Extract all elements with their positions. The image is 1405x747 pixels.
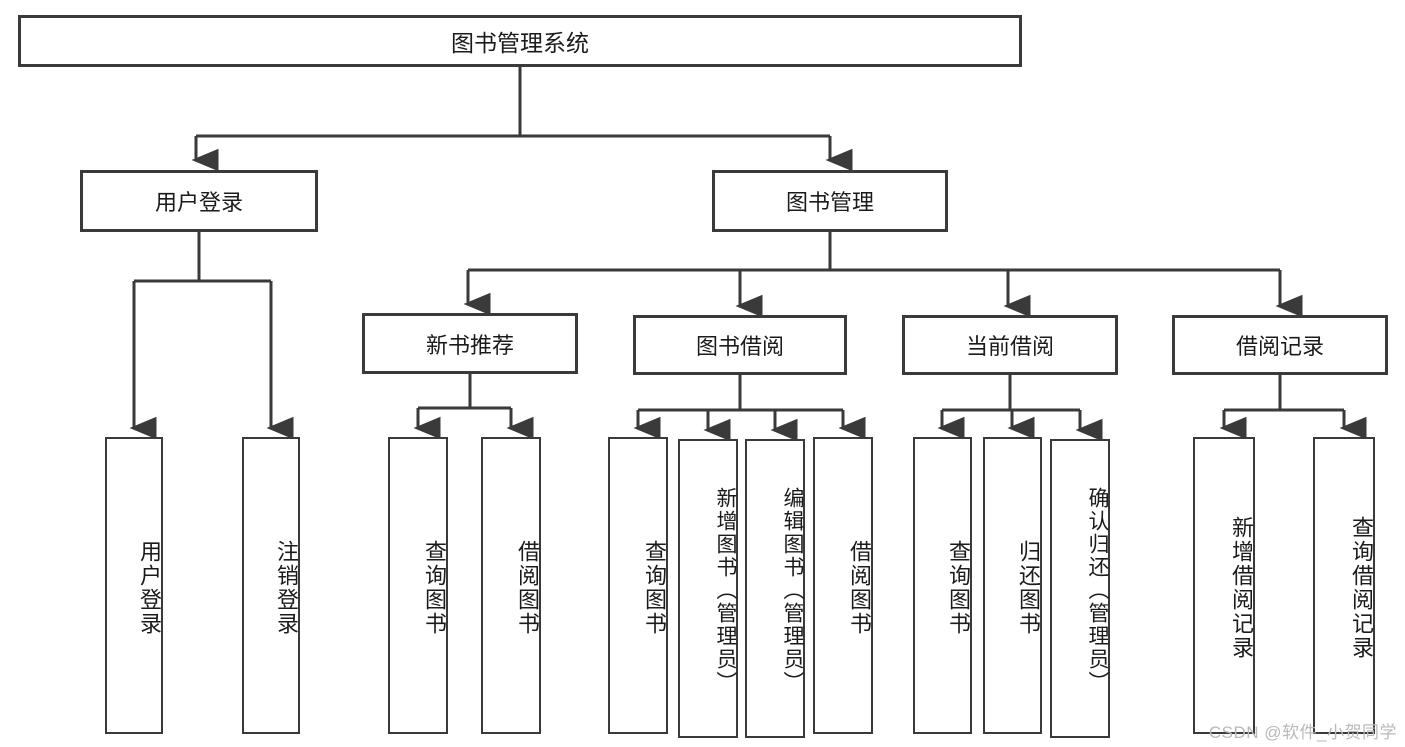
leaf-cb-confirm-return-admin-label: 确认归还（管理员） bbox=[1086, 487, 1109, 694]
node-current-borrow[interactable]: 当前借阅 bbox=[902, 315, 1118, 375]
leaf-nb-borrow-book-label: 借阅图书 bbox=[515, 539, 540, 636]
node-root-label: 图书管理系统 bbox=[451, 30, 589, 56]
node-user-login-label: 用户登录 bbox=[154, 190, 243, 215]
leaf-br-add-record-label: 新增借阅记录 bbox=[1229, 515, 1254, 660]
node-user-login[interactable]: 用户登录 bbox=[80, 170, 318, 232]
leaf-bb-query-book-label: 查询图书 bbox=[642, 539, 667, 636]
leaf-cb-return-book[interactable]: 归还图书 bbox=[983, 437, 1042, 734]
leaf-bb-query-book[interactable]: 查询图书 bbox=[608, 437, 668, 734]
leaf-br-add-record[interactable]: 新增借阅记录 bbox=[1193, 437, 1255, 734]
leaf-br-query-record-label: 查询借阅记录 bbox=[1349, 515, 1374, 660]
leaf-nb-query-book-label: 查询图书 bbox=[422, 539, 447, 636]
node-book-manage[interactable]: 图书管理 bbox=[712, 170, 948, 232]
leaf-user-login[interactable]: 用户登录 bbox=[105, 437, 163, 734]
leaf-cb-query-book[interactable]: 查询图书 bbox=[913, 437, 972, 734]
node-current-borrow-label: 当前借阅 bbox=[965, 334, 1054, 359]
leaf-cb-return-book-label: 归还图书 bbox=[1016, 539, 1041, 636]
leaf-logout[interactable]: 注销登录 bbox=[242, 437, 300, 734]
csdn-watermark: CSDN @软件_小贺同学 bbox=[1208, 723, 1397, 742]
leaf-br-query-record[interactable]: 查询借阅记录 bbox=[1313, 437, 1375, 734]
leaf-bb-edit-book-admin-label: 编辑图书（管理员） bbox=[781, 487, 804, 694]
leaf-nb-query-book[interactable]: 查询图书 bbox=[388, 437, 448, 734]
node-new-book-recommend[interactable]: 新书推荐 bbox=[362, 313, 578, 374]
leaf-nb-borrow-book[interactable]: 借阅图书 bbox=[481, 437, 541, 734]
leaf-logout-label: 注销登录 bbox=[274, 539, 299, 636]
leaf-bb-add-book-admin[interactable]: 新增图书（管理员） bbox=[678, 439, 738, 738]
leaf-bb-add-book-admin-label: 新增图书（管理员） bbox=[714, 487, 737, 694]
leaf-user-login-label: 用户登录 bbox=[137, 539, 162, 636]
node-new-book-recommend-label: 新书推荐 bbox=[425, 332, 514, 358]
leaf-bb-borrow-book[interactable]: 借阅图书 bbox=[813, 437, 873, 734]
node-borrow-record[interactable]: 借阅记录 bbox=[1172, 315, 1388, 375]
node-book-manage-label: 图书管理 bbox=[785, 190, 874, 215]
node-book-borrow-label: 图书借阅 bbox=[695, 334, 784, 359]
leaf-cb-confirm-return-admin[interactable]: 确认归还（管理员） bbox=[1050, 439, 1110, 738]
leaf-cb-query-book-label: 查询图书 bbox=[946, 539, 971, 636]
node-book-borrow[interactable]: 图书借阅 bbox=[633, 315, 847, 375]
node-root-system[interactable]: 图书管理系统 bbox=[18, 15, 1022, 67]
node-borrow-record-label: 借阅记录 bbox=[1235, 334, 1324, 359]
leaf-bb-edit-book-admin[interactable]: 编辑图书（管理员） bbox=[745, 439, 805, 738]
leaf-bb-borrow-book-label: 借阅图书 bbox=[847, 539, 872, 636]
